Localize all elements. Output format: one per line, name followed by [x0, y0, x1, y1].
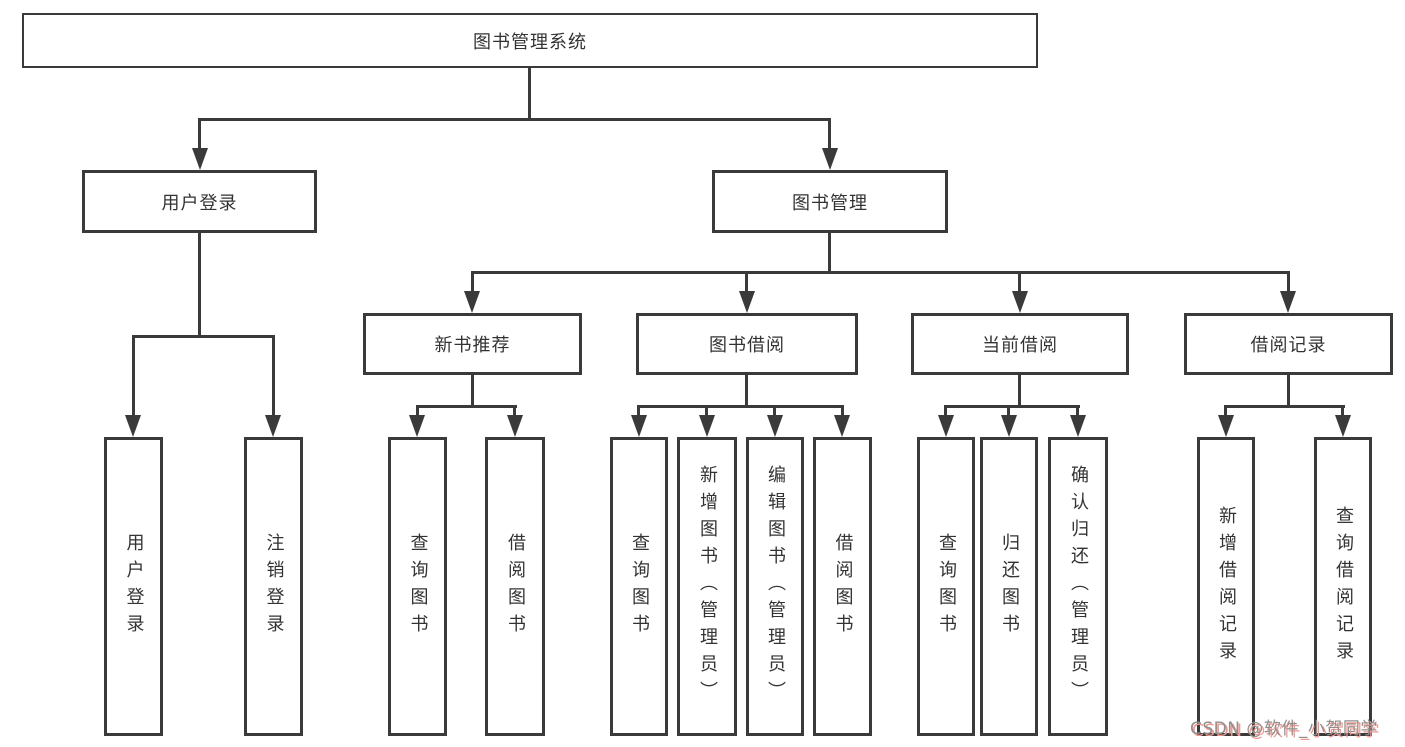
node-leaf-cb-return-book: 归还图书	[980, 437, 1038, 736]
connector-book-mgmt-branch	[471, 271, 1290, 274]
arrow-down-icon	[1001, 415, 1017, 437]
connector-new-book-stem	[471, 375, 474, 405]
arrow-down-icon	[822, 148, 838, 170]
connector-drop-current-borrow	[1018, 271, 1021, 293]
connector-borrow-records-branch	[1224, 405, 1345, 408]
node-leaf-cb-confirm-return-admin: 确认归还（管理员）	[1048, 437, 1108, 736]
arrow-down-icon	[699, 415, 715, 437]
node-leaf-nb-borrow-book: 借阅图书	[485, 437, 545, 736]
arrow-down-icon	[739, 291, 755, 313]
connector-root-branch	[198, 118, 831, 121]
node-book-management: 图书管理	[712, 170, 948, 233]
node-leaf-br-query-record: 查询借阅记录	[1314, 437, 1372, 736]
arrow-down-icon	[125, 415, 141, 437]
node-leaf-nb-query-book: 查询图书	[388, 437, 447, 736]
connector-borrow-records-stem	[1287, 375, 1290, 405]
connector-new-book-branch	[416, 405, 517, 408]
connector-root-stem	[528, 68, 531, 118]
arrow-down-icon	[464, 291, 480, 313]
arrow-down-icon	[265, 415, 281, 437]
node-borrow-records: 借阅记录	[1184, 313, 1393, 375]
node-new-book-recommend: 新书推荐	[363, 313, 582, 375]
node-leaf-bb-add-book-admin: 新增图书（管理员）	[677, 437, 737, 736]
node-current-borrow: 当前借阅	[911, 313, 1129, 375]
connector-book-mgmt-stem	[828, 233, 831, 271]
connector-drop	[1076, 405, 1079, 417]
connector-drop	[773, 405, 776, 417]
connector-drop-borrow-records	[1287, 271, 1290, 293]
connector-drop	[416, 405, 419, 417]
arrow-down-icon	[507, 415, 523, 437]
node-leaf-cb-query-book: 查询图书	[917, 437, 975, 736]
connector-drop-user-login	[198, 118, 201, 151]
arrow-down-icon	[1012, 291, 1028, 313]
connector-drop	[1224, 405, 1227, 417]
arrow-down-icon	[1218, 415, 1234, 437]
connector-drop	[637, 405, 640, 417]
node-library-system: 图书管理系统	[22, 13, 1038, 68]
arrow-down-icon	[1070, 415, 1086, 437]
node-book-borrow: 图书借阅	[636, 313, 858, 375]
node-leaf-bb-borrow-book: 借阅图书	[813, 437, 872, 736]
connector-drop-book-mgmt	[828, 118, 831, 151]
connector-drop	[513, 405, 516, 417]
connector-drop-new-book	[471, 271, 474, 293]
arrow-down-icon	[1335, 415, 1351, 437]
arrow-down-icon	[1280, 291, 1296, 313]
arrow-down-icon	[767, 415, 783, 437]
arrow-down-icon	[631, 415, 647, 437]
connector-current-borrow-branch	[944, 405, 1080, 408]
connector-user-login-stem	[198, 233, 201, 335]
connector-drop	[1341, 405, 1344, 417]
connector-book-borrow-stem	[745, 375, 748, 405]
node-leaf-logout: 注销登录	[244, 437, 303, 736]
connector-drop-book-borrow	[745, 271, 748, 293]
node-user-login: 用户登录	[82, 170, 317, 233]
node-leaf-user-login: 用户登录	[104, 437, 163, 736]
connector-drop-logout	[272, 335, 275, 417]
connector-book-borrow-branch	[637, 405, 844, 408]
connector-drop-login	[132, 335, 135, 417]
arrow-down-icon	[834, 415, 850, 437]
connector-drop	[841, 405, 844, 417]
connector-drop	[705, 405, 708, 417]
arrow-down-icon	[938, 415, 954, 437]
node-leaf-bb-query-book: 查询图书	[610, 437, 668, 736]
connector-drop	[944, 405, 947, 417]
arrow-down-icon	[409, 415, 425, 437]
connector-user-login-branch	[132, 335, 275, 338]
connector-drop	[1007, 405, 1010, 417]
csdn-watermark: CSDN @软件_小贺同学	[1190, 719, 1378, 739]
node-leaf-br-add-record: 新增借阅记录	[1197, 437, 1255, 736]
arrow-down-icon	[192, 148, 208, 170]
connector-current-borrow-stem	[1018, 375, 1021, 405]
node-leaf-bb-edit-book-admin: 编辑图书（管理员）	[746, 437, 804, 736]
